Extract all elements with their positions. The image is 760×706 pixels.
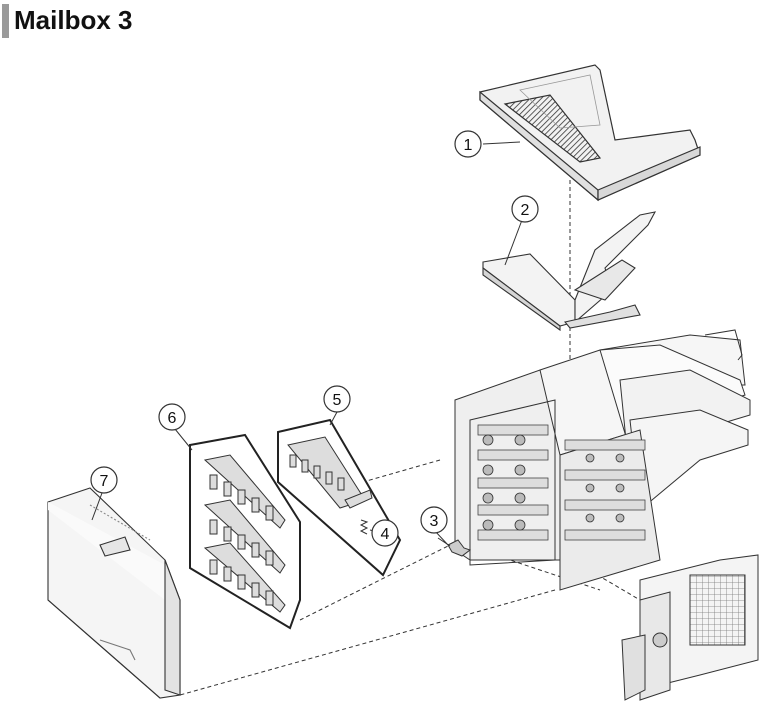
page-title: Mailbox 3	[14, 5, 133, 35]
part-6-guide-panel	[189, 433, 301, 630]
callout-3: 3	[420, 506, 448, 534]
part-5-guide-panel	[277, 418, 402, 577]
callout-1: 1	[454, 130, 482, 158]
part-4-spring	[359, 519, 369, 535]
callout-7: 7	[90, 466, 118, 494]
svg-text:7: 7	[100, 473, 109, 490]
part-1-top-cover	[479, 64, 701, 202]
part-7-front-door	[47, 487, 181, 699]
title-accent-bar	[2, 4, 9, 38]
svg-text:5: 5	[333, 392, 342, 409]
svg-text:6: 6	[168, 410, 177, 427]
callout-6: 6	[158, 403, 186, 431]
rear-frame-bracket	[621, 554, 759, 701]
mailbox-main-assembly	[454, 329, 751, 591]
svg-text:2: 2	[521, 202, 530, 219]
callout-2: 2	[511, 195, 539, 223]
callout-5: 5	[323, 385, 351, 413]
part-2-bin-tray	[482, 211, 657, 332]
callout-4: 4	[371, 519, 399, 547]
svg-text:1: 1	[464, 137, 473, 154]
svg-text:3: 3	[430, 513, 439, 530]
svg-text:4: 4	[381, 526, 390, 543]
